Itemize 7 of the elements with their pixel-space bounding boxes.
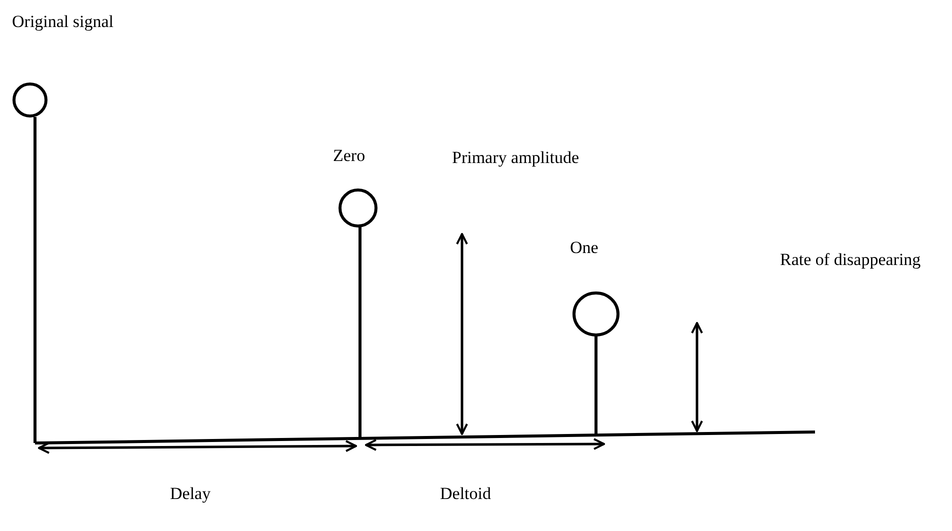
dimension-label: Delay xyxy=(170,484,211,504)
signal-label: Zero xyxy=(333,146,366,166)
signal-label: Original signal xyxy=(12,12,114,32)
dimension-label: Deltoid xyxy=(440,484,491,504)
signal-label: One xyxy=(570,238,598,258)
dimension-label: Primary amplitude xyxy=(452,148,580,168)
dimension-label: Rate of disappearing xyxy=(780,250,921,270)
